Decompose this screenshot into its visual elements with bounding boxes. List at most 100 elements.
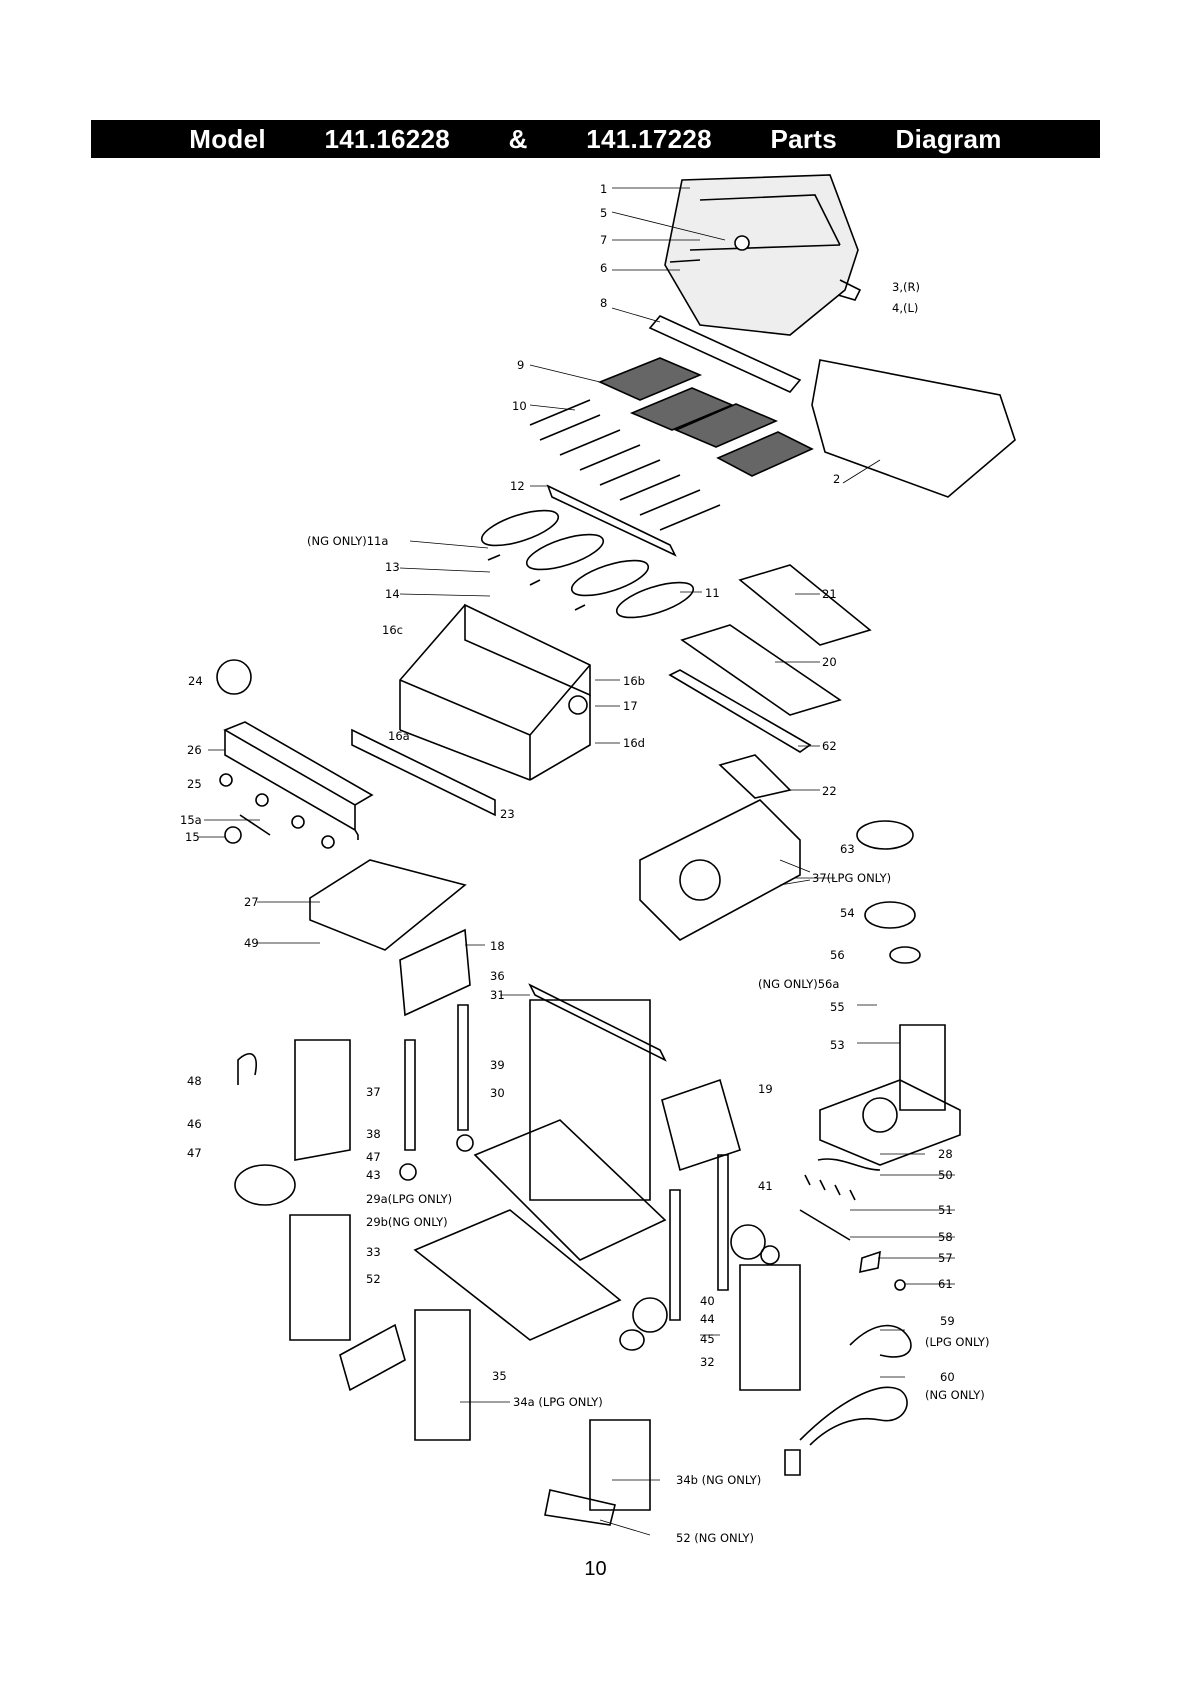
fastener-hooks [804,1174,856,1201]
callout-labels: 1 5 7 6 3,(R) 4,(L) 8 9 10 2 12 (NG ONLY… [180,182,989,1545]
callout-14: 14 [385,587,400,601]
callout-8: 8 [600,296,607,310]
callout-52a: 52 [366,1272,381,1286]
callout-45: 45 [700,1332,715,1346]
control-panel [223,721,374,840]
page-title-bar: Model 141.16228 & 141.17228 Parts Diagra… [91,120,1100,158]
callout-39: 39 [490,1058,505,1072]
callout-25: 25 [187,777,202,791]
callout-32: 32 [700,1355,715,1369]
callout-48: 48 [187,1074,202,1088]
basket [544,1489,616,1526]
callout-31: 31 [490,988,505,1002]
igniter-icon [224,826,242,844]
knob-icon [321,835,335,849]
callout-17: 17 [623,699,638,713]
callout-40: 40 [700,1294,715,1308]
callout-52b: 52 (NG ONLY) [676,1531,754,1545]
callout-46: 46 [187,1117,202,1131]
leader-lines [198,187,955,1536]
callout-11: 11 [705,586,720,600]
side-shelf-top [738,564,872,646]
callout-55: 55 [830,1000,845,1014]
side-shelf-frame [680,624,842,716]
regulator-valve [859,1250,881,1274]
part-drawings [216,174,1016,1526]
warming-rack [648,315,802,393]
callout-58: 58 [938,1230,953,1244]
callout-63: 63 [840,842,855,856]
ng-quick-connect [784,1449,801,1476]
callout-47b: 47 [366,1150,381,1164]
callout-13: 13 [385,560,400,574]
callout-56: 56 [830,948,845,962]
callout-5: 5 [600,206,607,220]
callout-59-note: (LPG ONLY) [925,1335,989,1349]
callout-38: 38 [366,1127,381,1141]
nut-61 [894,1279,906,1291]
firebox [399,603,591,781]
cart-frame [289,928,801,1511]
side-burner-housing [639,799,801,941]
caster-icon [399,1163,417,1181]
callout-10: 10 [512,399,527,413]
callout-37b: 37 [366,1085,381,1099]
callout-2: 2 [833,472,840,486]
callout-24: 24 [188,674,203,688]
grease-tray [718,754,792,799]
carryover-tube [546,484,677,557]
ng-hose [799,1386,908,1446]
callout-44: 44 [700,1312,715,1326]
callout-51: 51 [938,1203,953,1217]
wheel-icon [730,1224,766,1260]
basket [339,1323,406,1392]
callout-22: 22 [822,784,837,798]
callout-47a: 47 [187,1146,202,1160]
callout-6: 6 [600,261,607,275]
callout-16d: 16d [623,736,645,750]
callout-9: 9 [517,358,524,372]
callout-16a: 16a [388,729,410,743]
callout-16b: 16b [623,674,645,688]
callout-7: 7 [600,233,607,247]
callout-37: 37(LPG ONLY) [812,871,891,885]
valve-manifold [351,728,496,817]
page-number: 10 [584,1558,607,1580]
callout-26: 26 [187,743,202,757]
callout-15: 15 [185,830,200,844]
callout-53: 53 [830,1038,845,1052]
callout-28: 28 [938,1147,953,1161]
caster-icon [456,1134,474,1152]
callout-60-note: (NG ONLY) [925,1388,985,1402]
wheel-icon [632,1297,668,1333]
callout-19: 19 [758,1082,773,1096]
callout-29a: 29a(LPG ONLY) [366,1192,452,1206]
callout-23: 23 [500,807,515,821]
side-shelf [309,859,467,951]
page-title: Model 141.16228 & 141.17228 Parts Diagra… [189,123,1002,154]
knob-icon [291,815,305,829]
crossover-rod [799,1209,851,1241]
side-burner-ring [679,859,721,901]
callout-41: 41 [758,1179,773,1193]
callout-30: 30 [490,1086,505,1100]
grill-lid [664,174,862,336]
callout-59: 59 [940,1314,955,1328]
callout-21: 21 [822,587,837,601]
callout-27: 27 [244,895,259,909]
side-shelf-trim [668,669,812,753]
callout-62: 62 [822,739,837,753]
callout-43: 43 [366,1168,381,1182]
callout-50: 50 [938,1168,953,1182]
callout-34b: 34b (NG ONLY) [676,1473,761,1487]
tank-detail-bubble [234,1164,296,1206]
cooking-grates [597,357,814,477]
heat-plates [529,399,721,531]
callout-11a: (NG ONLY)11a [307,534,388,548]
burners [480,509,695,619]
knob-icon [255,793,269,807]
knob-icon [219,773,233,787]
burner-56 [889,946,921,964]
callout-12: 12 [510,479,525,493]
